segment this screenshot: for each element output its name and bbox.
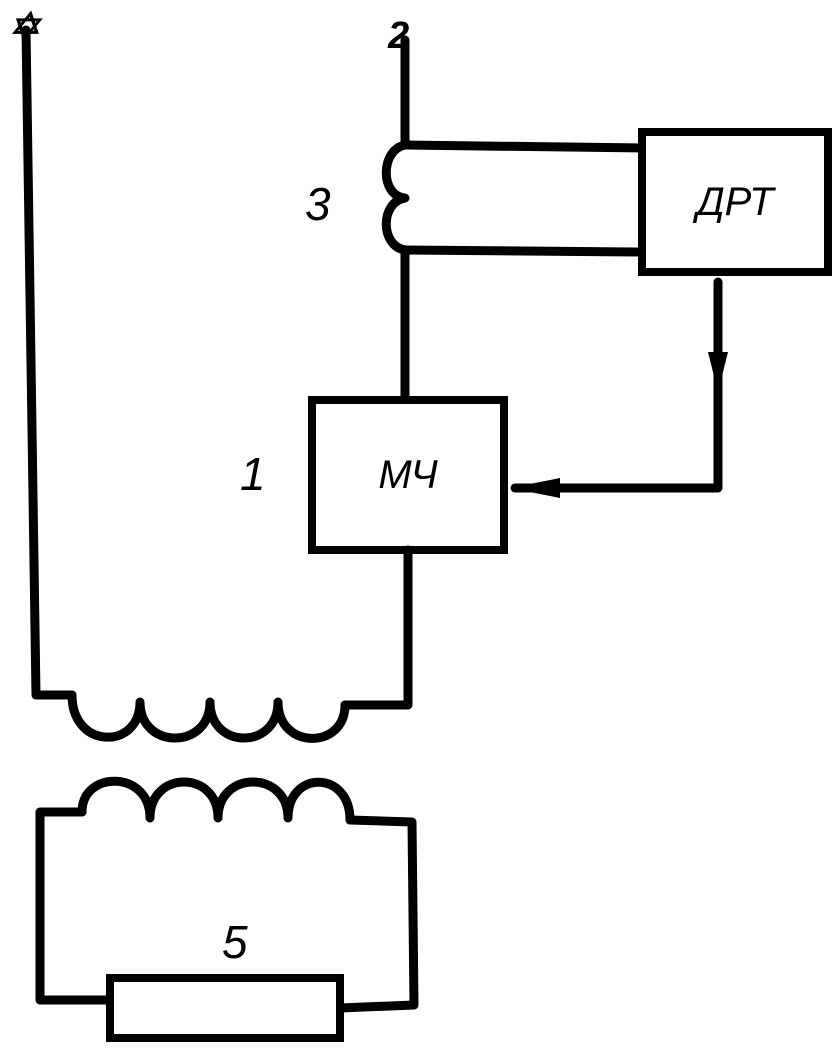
regulator-label: ДРТ [692,180,776,224]
controller-number: 1 [240,448,266,500]
signal-arrow-left [510,478,560,498]
signal-arrow-down [708,352,728,392]
controller-label: МЧ [378,453,437,497]
current-transformer-coil [381,140,410,255]
ct-lead-bottom [400,245,647,257]
secondary-winding [77,776,355,825]
ct-lead-top [400,140,647,153]
controller-block [308,396,508,554]
control-signal-wire [510,277,723,493]
current-transformer-number: 3 [305,178,331,230]
left-supply-wire [21,25,77,700]
secondary-loop-wire-right [335,815,419,1013]
load-number: 5 [222,916,248,968]
primary-winding [67,690,350,743]
secondary-loop-wire [35,807,115,1005]
regulator-block [638,128,832,276]
controller-output-wire [340,545,413,710]
load-resistor [106,974,344,1042]
